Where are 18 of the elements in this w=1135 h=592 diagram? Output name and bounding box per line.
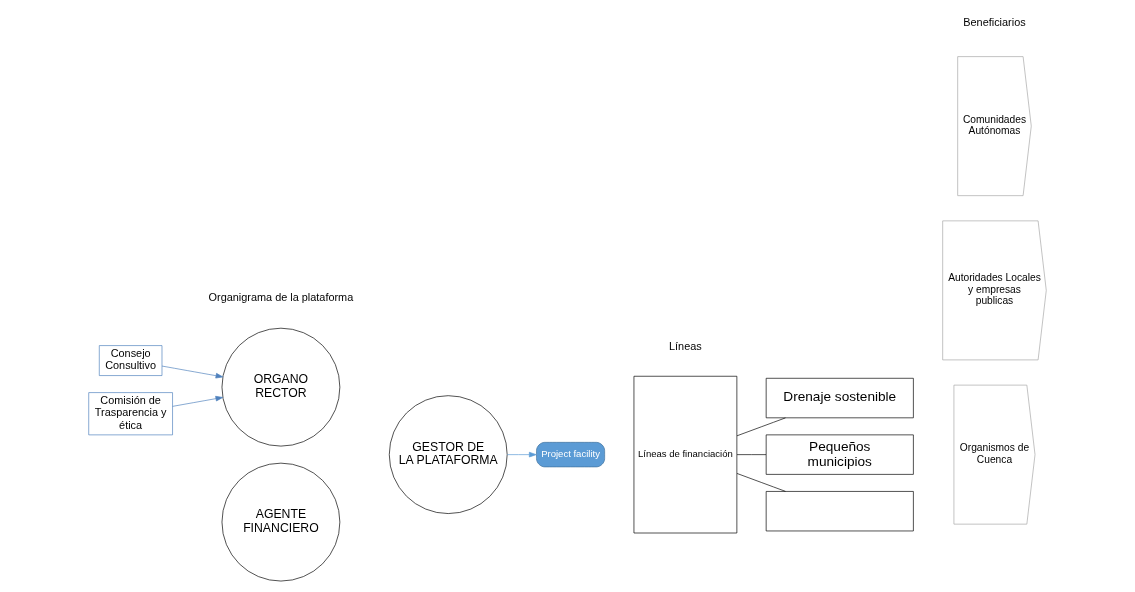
node-box: Project facility	[536, 442, 605, 468]
label: Beneficiarios	[963, 15, 1026, 28]
node-circle: AGENTE FINANCIERO	[221, 462, 341, 582]
label: Líneas	[669, 339, 702, 352]
node-circle: GESTOR DE LA PLATAFORMA	[388, 395, 508, 514]
node-box	[765, 491, 914, 532]
node-circle: ORGANO RECTOR	[221, 327, 341, 447]
node-box: Comisión de Trasparencia y ética	[88, 392, 173, 436]
arrow	[161, 365, 224, 379]
connector	[736, 473, 786, 492]
arrow	[506, 451, 537, 458]
node-box: Consejo Consultivo	[98, 345, 163, 376]
connector	[736, 454, 767, 455]
node-box: Pequeños municipios	[765, 434, 914, 475]
node-box: Drenaje sostenible	[765, 377, 914, 419]
label: Organigrama de la plataforma	[208, 291, 354, 304]
arrow	[172, 395, 224, 407]
node-box: Líneas de financiación	[633, 375, 738, 534]
